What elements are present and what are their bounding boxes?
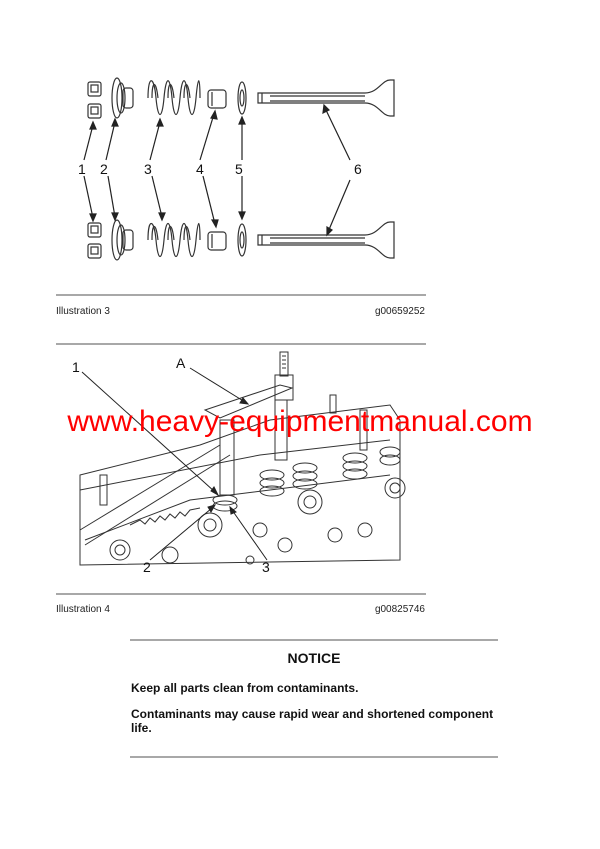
callout-6: 6 xyxy=(354,161,362,177)
illustration-3-figure: 1 2 3 4 5 6 xyxy=(60,50,460,290)
divider xyxy=(56,294,426,296)
callout-5: 5 xyxy=(235,161,243,177)
illustration-4-label: Illustration 4 xyxy=(56,604,110,615)
notice-bottom-rule xyxy=(130,756,498,758)
cylinder-head-drawing: 1 A 2 3 xyxy=(72,351,406,575)
callout-4: 4 xyxy=(196,161,204,177)
callout-1: 1 xyxy=(72,359,80,375)
divider xyxy=(56,593,426,595)
callout-a: A xyxy=(176,355,186,371)
illustration-3-label: Illustration 3 xyxy=(56,306,110,317)
callout-2: 2 xyxy=(143,559,151,575)
callout-3: 3 xyxy=(144,161,152,177)
callout-2: 2 xyxy=(100,161,108,177)
notice-title: NOTICE xyxy=(287,650,341,666)
callout-3: 3 xyxy=(262,559,270,575)
watermark-text: www.heavy-equipmentmanual.com xyxy=(67,405,533,438)
divider xyxy=(56,343,426,345)
notice-top-rule xyxy=(130,639,498,641)
illustration-4-figure: 1 A 2 3 xyxy=(60,350,460,590)
valve-parts-drawing: 1 2 3 4 5 6 xyxy=(78,77,395,261)
callout-1: 1 xyxy=(78,161,86,177)
illustration-4-code: g00825746 xyxy=(374,604,425,615)
notice-paragraph: Keep all parts clean from contaminants. xyxy=(131,681,359,695)
notice-paragraph: Contaminants may cause rapid wear and sh… xyxy=(131,707,494,735)
illustration-3-code: g00659252 xyxy=(374,306,425,317)
